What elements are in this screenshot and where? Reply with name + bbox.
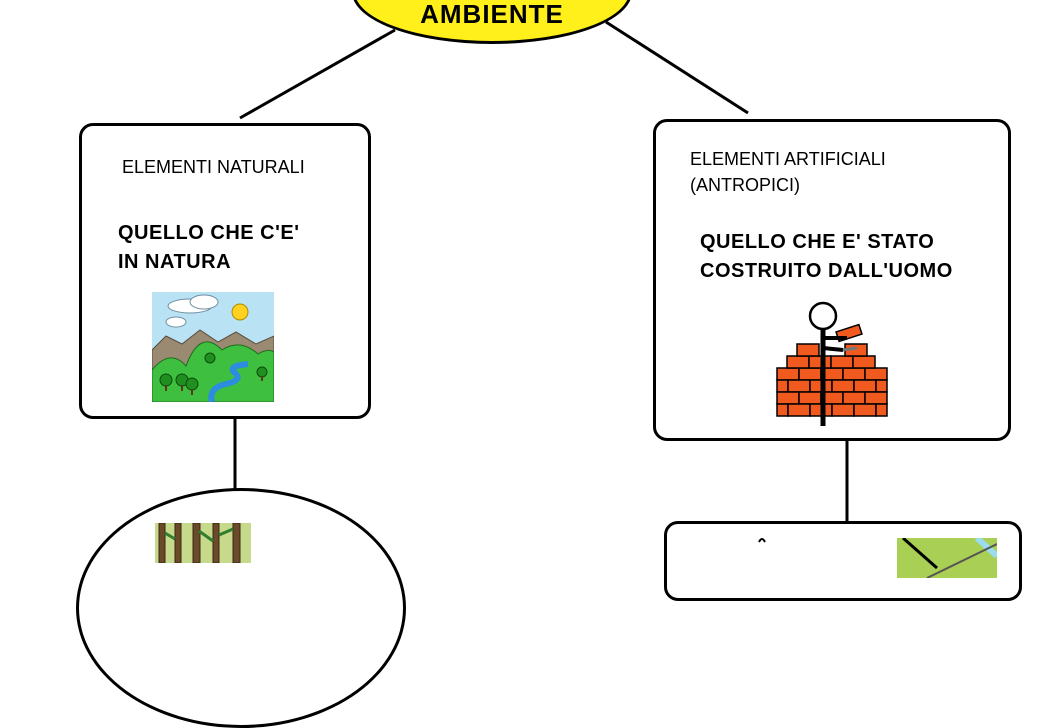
artificial-elements-child-node [664, 521, 1022, 601]
text-fragment-icon [758, 538, 766, 543]
artificial-elements-box: ELEMENTI ARTIFICIALI (ANTROPICI) QUELLO … [653, 119, 1011, 441]
artificial-elements-title: ELEMENTI ARTIFICIALI (ANTROPICI) [690, 149, 886, 195]
landscape-icon [152, 292, 274, 402]
connector-root-right [605, 20, 749, 115]
forest-icon [155, 523, 251, 563]
natural-elements-description: QUELLO CHE C'E' IN NATURA [118, 222, 300, 273]
artificial-elements-description: QUELLO CHE E' STATO COSTRUITO DALL'UOMO [700, 231, 953, 282]
connector-root-left [239, 28, 396, 120]
natural-elements-child-node [76, 488, 406, 728]
natural-elements-box: ELEMENTI NATURALI QUELLO CHE C'E' IN NAT… [79, 123, 371, 419]
bricklayer-icon [776, 301, 888, 426]
root-label: AMBIENTE [420, 0, 564, 29]
connector-lines [233, 20, 849, 523]
road-icon [897, 538, 997, 578]
root-node: AMBIENTE [352, 0, 632, 44]
natural-elements-title: ELEMENTI NATURALI [122, 157, 305, 177]
